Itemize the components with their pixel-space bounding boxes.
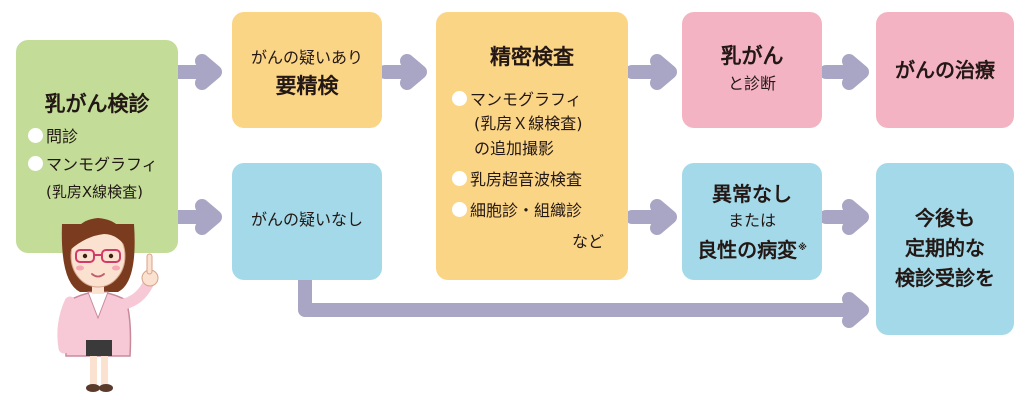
arrow-detailed-to-benign <box>625 199 677 235</box>
followup-box: 今後も 定期的な 検診受診を <box>876 163 1014 335</box>
arrow-detailed-to-diagnosis <box>625 54 677 90</box>
detailed-item-1-cont: の追加撮影 <box>474 139 555 158</box>
followup-line2: 定期的な <box>905 236 985 260</box>
screening-title: 乳がん検診 <box>44 92 150 116</box>
arrow-no-suspect-to-followup <box>298 273 869 328</box>
benign-line1: 異常なし <box>712 182 792 206</box>
benign-line3: 良性の病変※ <box>697 238 807 262</box>
screening-item-2-note: (乳房X線検査) <box>46 183 143 201</box>
treatment-label: がんの治療 <box>895 58 995 82</box>
detailed-item-1: マンモグラフィ <box>452 91 582 108</box>
followup-line3: 検診受診を <box>895 266 995 290</box>
diagnosis-box: 乳がん と診断 <box>682 12 822 128</box>
detailed-item-1-note: (乳房Ｘ線検査) <box>474 114 583 133</box>
arrow-suspect-to-detailed <box>378 54 427 90</box>
detailed-exam-box: 精密検査 マンモグラフィ (乳房Ｘ線検査) の追加撮影 乳房超音波検査 細胞診・… <box>436 12 628 280</box>
detailed-item-3: 細胞診・組織診 <box>452 202 582 219</box>
suspect-line1: がんの疑いあり <box>250 48 363 67</box>
suspect-box: がんの疑いあり 要精検 <box>232 12 382 128</box>
diagnosis-line1: 乳がん <box>720 44 784 68</box>
arrow-screening-to-no-suspect <box>171 199 222 235</box>
diagnosis-line2: と診断 <box>727 74 776 93</box>
detailed-title: 精密検査 <box>490 45 574 69</box>
benign-note-mark: ※ <box>798 243 807 253</box>
treatment-box: がんの治療 <box>876 12 1014 128</box>
benign-box: 異常なし または 良性の病変※ <box>682 163 822 280</box>
benign-line2: または <box>727 211 776 230</box>
followup-line1: 今後も <box>915 206 975 230</box>
arrow-diagnosis-to-treatment <box>819 54 869 90</box>
suspect-line2: 要精検 <box>275 74 339 98</box>
screening-box: 乳がん検診 問診 マンモグラフィ (乳房X線検査) <box>16 40 178 253</box>
detailed-item-2: 乳房超音波検査 <box>452 171 582 188</box>
screening-item-2: マンモグラフィ <box>28 156 158 173</box>
no-suspect-label: がんの疑いなし <box>250 210 363 229</box>
no-suspect-box: がんの疑いなし <box>232 163 382 280</box>
detailed-suffix: など <box>572 232 605 251</box>
arrow-benign-to-followup <box>819 199 869 235</box>
arrow-screening-to-suspect <box>171 54 222 90</box>
screening-item-1: 問診 <box>28 128 78 145</box>
